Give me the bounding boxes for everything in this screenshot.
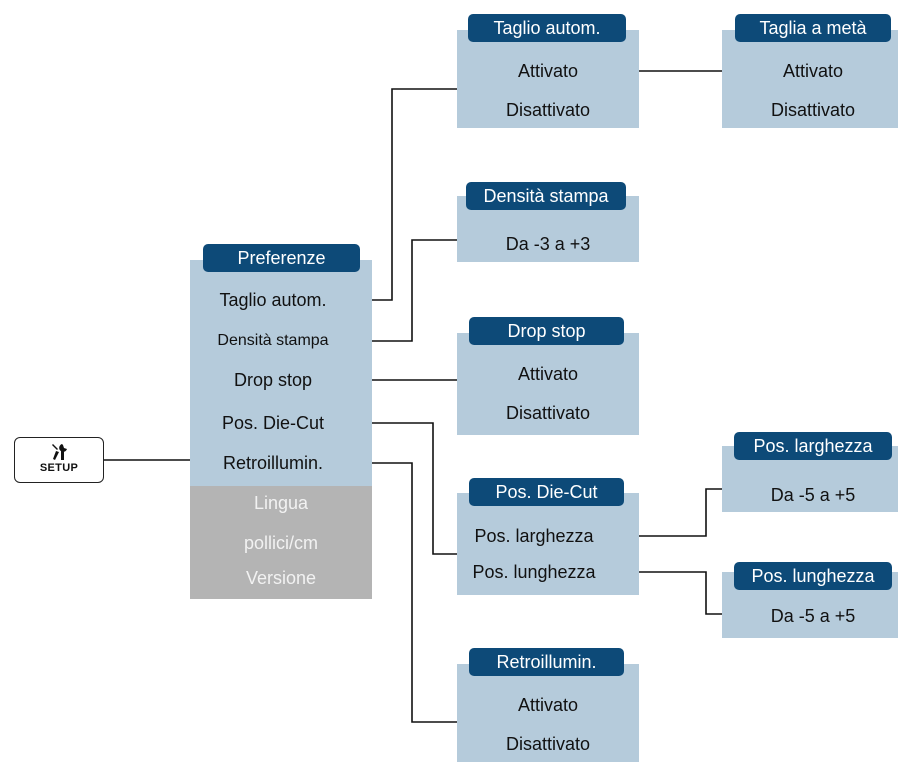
die-cut-option-lunghezza[interactable]: Pos. lunghezza: [472, 562, 596, 582]
connector-taglio-autom: [355, 88, 457, 301]
preferences-disabled-box: [190, 486, 372, 599]
taglia-meta-box: [722, 30, 898, 128]
connector-retroillumin: [355, 462, 457, 723]
retroillumin-option-disattivato[interactable]: Disattivato: [505, 734, 591, 754]
connector-pos-lunghezza: [619, 571, 722, 615]
pos-larghezza-option-range[interactable]: Da -5 a +5: [770, 485, 856, 505]
menu-item-taglio-autom[interactable]: Taglio autom.: [219, 290, 327, 310]
menu-item-lingua: Lingua: [253, 493, 309, 513]
menu-item-versione: Versione: [245, 568, 317, 588]
die-cut-box: [457, 493, 639, 595]
preferences-box: [190, 260, 372, 486]
menu-item-pollici-cm: pollici/cm: [243, 533, 318, 553]
preferences-title: Preferenze: [203, 244, 360, 272]
connector-pos-larghezza: [619, 488, 722, 537]
taglio-autom-box: [457, 30, 639, 128]
retroillumin-title: Retroillumin.: [469, 648, 624, 676]
pos-lunghezza-option-range[interactable]: Da -5 a +5: [770, 606, 856, 626]
taglio-autom-option-attivato[interactable]: Attivato: [517, 61, 579, 81]
retroillumin-option-attivato[interactable]: Attivato: [517, 695, 579, 715]
menu-item-retroillumin[interactable]: Retroillumin.: [222, 453, 324, 473]
tools-icon: [52, 444, 67, 460]
densita-option-range[interactable]: Da -3 a +3: [505, 234, 591, 254]
taglio-autom-title: Taglio autom.: [468, 14, 626, 42]
menu-item-drop-stop[interactable]: Drop stop: [233, 370, 313, 390]
die-cut-option-larghezza[interactable]: Pos. larghezza: [474, 526, 594, 546]
menu-item-pos-die-cut[interactable]: Pos. Die-Cut: [221, 413, 325, 433]
taglia-meta-option-attivato[interactable]: Attivato: [782, 61, 844, 81]
connector-densita: [355, 239, 457, 342]
setup-button[interactable]: SETUP: [14, 437, 104, 483]
taglia-meta-option-disattivato[interactable]: Disattivato: [770, 100, 856, 120]
die-cut-title: Pos. Die-Cut: [469, 478, 624, 506]
drop-stop-title: Drop stop: [469, 317, 624, 345]
densita-title: Densità stampa: [466, 182, 626, 210]
drop-stop-option-attivato[interactable]: Attivato: [517, 364, 579, 384]
connector-die-cut: [355, 422, 457, 555]
setup-label: SETUP: [39, 462, 79, 474]
drop-stop-option-disattivato[interactable]: Disattivato: [505, 403, 591, 423]
pos-larghezza-title: Pos. larghezza: [734, 432, 892, 460]
taglia-meta-title: Taglia a metà: [735, 14, 891, 42]
drop-stop-box: [457, 333, 639, 435]
menu-item-densita-stampa[interactable]: Densità stampa: [217, 332, 329, 349]
pos-lunghezza-title: Pos. lunghezza: [734, 562, 892, 590]
taglio-autom-option-disattivato[interactable]: Disattivato: [505, 100, 591, 120]
retroillumin-box: [457, 664, 639, 762]
